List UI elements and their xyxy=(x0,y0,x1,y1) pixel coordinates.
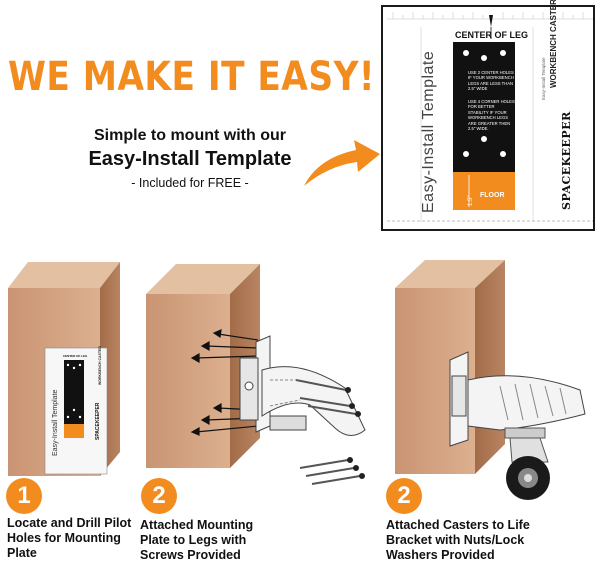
template-vertical-title: Easy-Install Template xyxy=(420,50,437,213)
step-3-text: Attached Casters to Life Bracket with Nu… xyxy=(386,518,530,562)
step-2-text: Attached Mounting Plate to Legs with Scr… xyxy=(140,518,254,562)
product-small-text: Easy-Install Template xyxy=(541,57,546,100)
mini-template-product: WORKBENCH CASTER xyxy=(98,346,102,385)
step-2-badge: 2 xyxy=(141,478,177,514)
mini-template-title: Easy-Install Template xyxy=(52,389,59,456)
floor-label: FLOOR xyxy=(480,192,505,199)
step-3-badge: 2 xyxy=(386,478,422,514)
screws xyxy=(295,379,361,485)
caster-bracket xyxy=(449,351,586,447)
center-of-leg-label: CENTER OF LEG xyxy=(455,30,529,40)
steps-illustration xyxy=(8,260,586,500)
step-1-text: Locate and Drill Pilot Holes for Mountin… xyxy=(7,516,132,560)
template-graphic xyxy=(387,12,593,222)
headline: WE MAKE IT EASY! xyxy=(8,54,376,100)
caster-wheel-icon xyxy=(504,427,550,500)
instruction-four-holes: USE 4 CORNER HOLES FOR BETTER STABILITY … xyxy=(468,99,515,132)
subtitle-line1: Simple to mount with our xyxy=(94,127,286,144)
curved-arrow-right-icon xyxy=(304,140,380,186)
step-1-badge: 1 xyxy=(6,478,42,514)
brand-name: SPACEKEEPER xyxy=(560,111,573,210)
mounting-arrows xyxy=(190,329,259,436)
template-panel xyxy=(381,5,595,231)
floor-measure: 1.5" xyxy=(468,195,474,206)
subtitle-line2: Easy-Install Template xyxy=(88,148,292,170)
mini-template xyxy=(44,347,108,475)
product-title: WORKBENCH CASTER xyxy=(549,0,558,88)
mini-template-brand: SPACEKEEPER xyxy=(95,402,101,440)
mounting-bracket xyxy=(239,335,366,436)
instruction-two-holes: USE 2 CENTER HOLES IF YOUR WORKBENCH LEG… xyxy=(468,70,514,92)
subtitle-line3: - Included for FREE - xyxy=(131,176,249,190)
mini-template-center-label: CENTER OF LEG xyxy=(63,354,88,358)
